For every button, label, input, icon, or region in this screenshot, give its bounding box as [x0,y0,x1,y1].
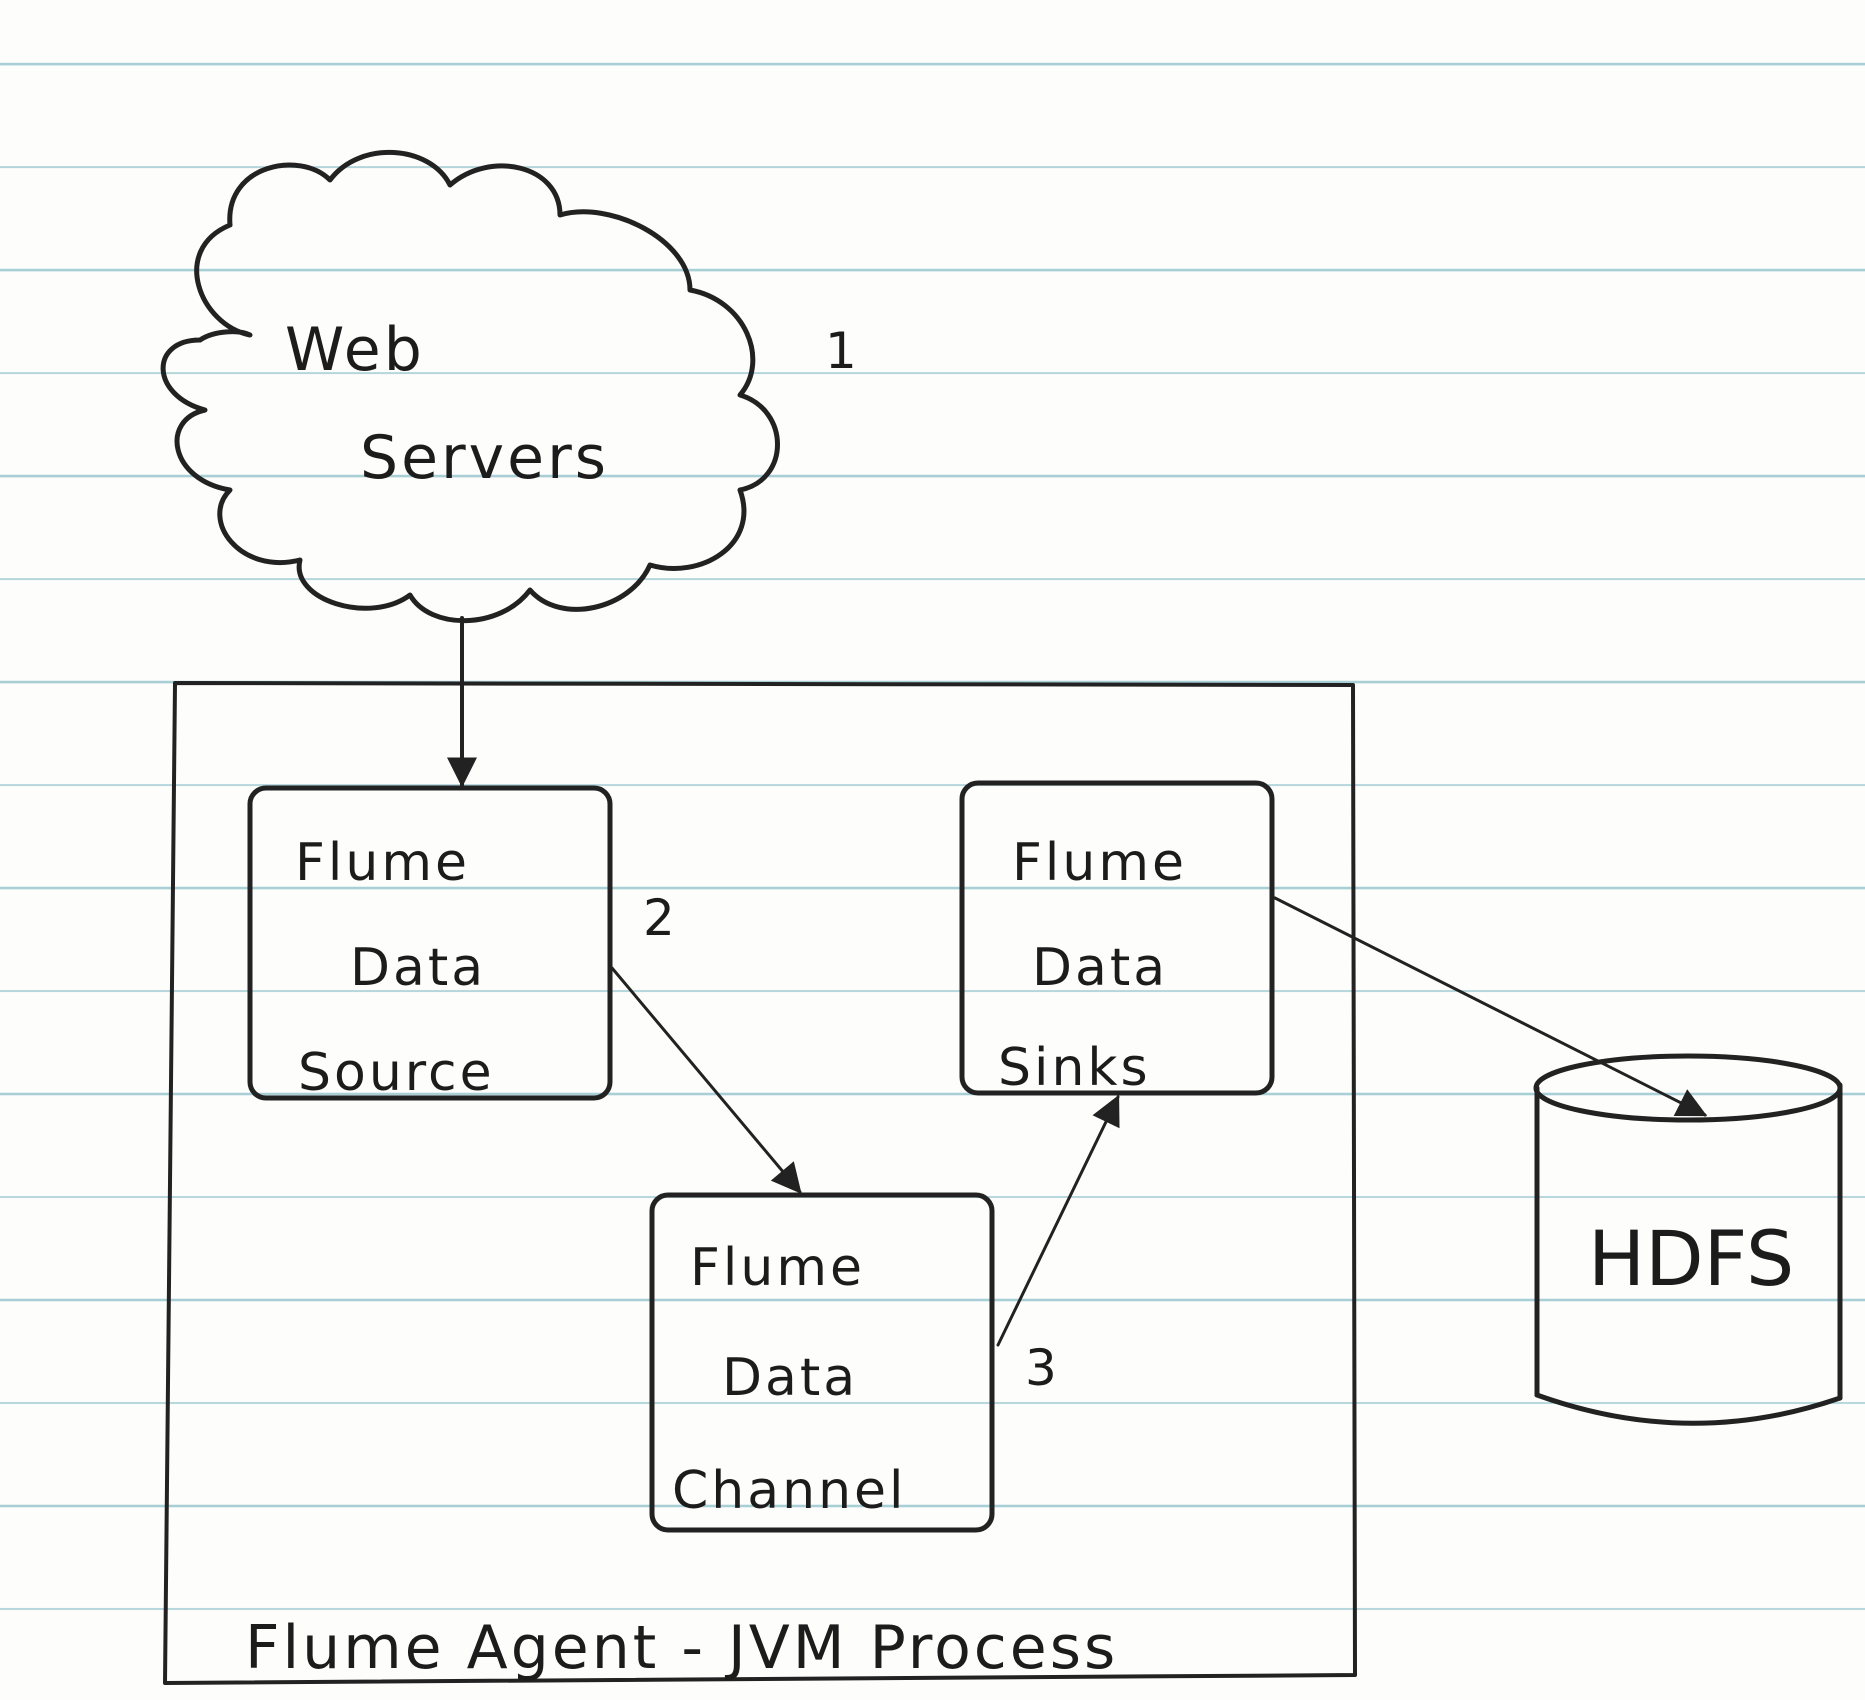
arrow-channel-to-sinks [996,1094,1120,1347]
source-label-line1: Flume [295,833,470,893]
web-servers-cloud: Web Servers [160,149,780,624]
cloud-label-line1: Web [285,315,425,385]
flume-agent-box: Flume Agent - JVM Process [163,681,1357,1685]
hdfs-label: HDFS [1588,1214,1794,1303]
source-label-line2: Data [350,938,486,998]
hdfs-storage-cylinder: HDFS [1533,1053,1843,1426]
sinks-label-line2: Data [1032,938,1168,998]
step-number-1: 1 [825,322,860,380]
channel-label-line1: Flume [690,1238,865,1298]
sinks-label-line3: Sinks [998,1038,1151,1098]
cloud-label-line2: Servers [360,423,609,493]
arrow-sinks-to-hdfs [1273,896,1708,1117]
flume-data-source-box: Flume Data Source [247,785,613,1103]
source-label-line3: Source [298,1043,495,1103]
flume-data-sinks-box: Flume Data Sinks [959,780,1275,1098]
agent-label: Flume Agent - JVM Process [245,1613,1118,1683]
arrow-source-to-channel [610,966,802,1194]
step-number-2: 2 [643,889,678,947]
flume-data-channel-box: Flume Data Channel [649,1192,995,1533]
channel-label-line2: Data [722,1348,858,1408]
step-number-3: 3 [1025,1339,1060,1397]
sinks-label-line1: Flume [1012,833,1187,893]
channel-label-line3: Channel [672,1461,906,1521]
